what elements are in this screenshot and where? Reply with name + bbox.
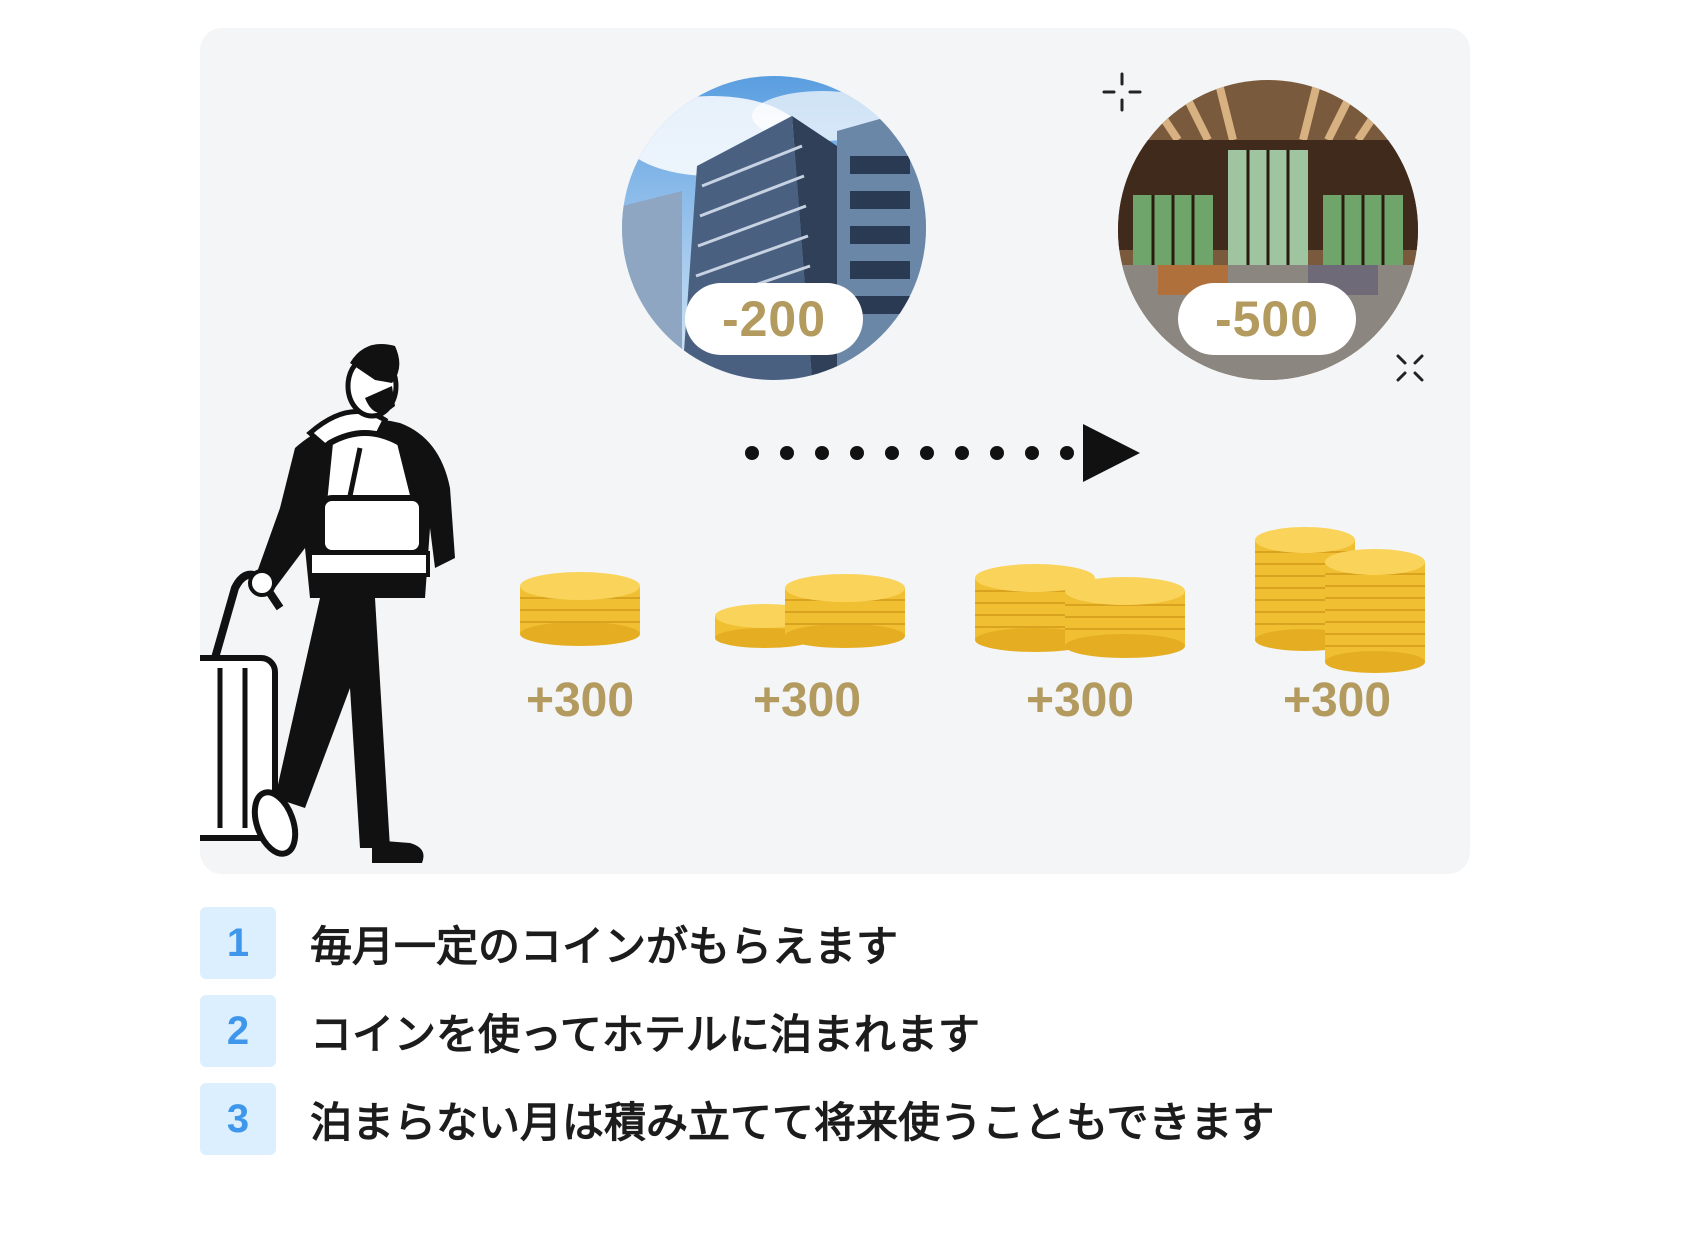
coin-amount-label: +300 [1025,674,1135,727]
dotted-arrow-icon [745,424,1140,482]
steps-list: 1 毎月一定のコインがもらえます 2 コインを使ってホテルに泊まれます 3 泊ま… [200,907,1274,1171]
coin-stack-icon [715,574,905,648]
step-text: コインを使ってホテルに泊まれます [310,1009,980,1059]
step-text: 泊まらない月は積み立てて将来使うこともできます [310,1097,1275,1147]
coin-stack-icon [520,572,640,646]
list-item: 2 コインを使ってホテルに泊まれます [200,995,1274,1067]
sparkle-icon [1102,72,1142,112]
step-number-badge: 2 [200,995,276,1067]
hotel-cost-badge: -200 [685,283,863,355]
sparkle-icon [1396,354,1424,382]
coin-amount-label: +300 [1282,674,1392,727]
list-item: 3 泊まらない月は積み立てて将来使うこともできます [200,1083,1274,1155]
step-text: 毎月一定のコインがもらえます [310,921,899,971]
coin-stack-icon [1255,527,1425,673]
traveler-with-suitcase-illustration [200,344,455,863]
coin-stack-icon [975,564,1185,658]
coin-amount-label: +300 [525,674,635,727]
hotel-cost-badge: -500 [1178,283,1356,355]
illustration-panel: -200 [200,28,1470,874]
list-item: 1 毎月一定のコインがもらえます [200,907,1274,979]
coin-amount-label: +300 [752,674,862,727]
step-number-badge: 1 [200,907,276,979]
step-number-badge: 3 [200,1083,276,1155]
